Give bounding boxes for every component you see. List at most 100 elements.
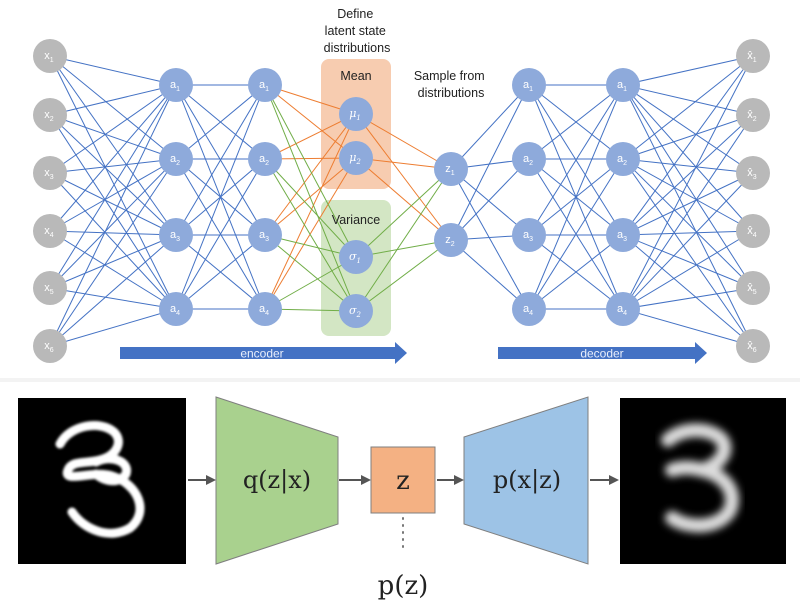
output-node-4-circle <box>736 214 770 248</box>
edge-input-hidden <box>49 172 177 310</box>
input-digit-image <box>18 398 186 564</box>
encoder-hidden-2-node-3: a3 <box>248 218 282 252</box>
latent-node-1-label: z1 <box>445 163 455 177</box>
decoder-label: decoder <box>580 347 623 361</box>
decoder-hidden-2-node-2-label: a2 <box>617 153 627 167</box>
edge-hidden-mean <box>264 157 357 310</box>
encoder-hidden-1-node-1-circle <box>159 68 193 102</box>
edge-hidden-mean <box>264 113 357 236</box>
edge-input-hidden <box>49 230 177 236</box>
output-node-3-circle <box>736 156 770 190</box>
input-node-3-label: x3 <box>44 167 54 181</box>
variance-node-2-circle <box>339 294 373 328</box>
edge-decoder-decoder <box>528 234 624 310</box>
encoder-function-label: q(z|x) <box>243 466 311 495</box>
edge-input-hidden <box>49 172 177 236</box>
decoder-hidden-1-node-2-label: a2 <box>523 153 533 167</box>
edge-hidden-variance <box>264 234 357 312</box>
edge-decoder-output <box>622 84 754 289</box>
encoder-hidden-1-node-3: a3 <box>159 218 193 252</box>
decoder-hidden-2-node-1-label: a1 <box>617 79 627 93</box>
edge-input-hidden <box>49 230 177 310</box>
edge-input-hidden <box>49 55 177 236</box>
edge-hidden-hidden <box>175 234 266 310</box>
input-node-5-label: x5 <box>44 282 54 296</box>
define-line-2: latent state <box>325 24 386 38</box>
edge-latent-decoder <box>450 84 530 241</box>
edge-decoder-output <box>622 55 754 160</box>
decoder-hidden-1-node-3-circle <box>512 218 546 252</box>
encoder-hidden-2-node-2: a2 <box>248 142 282 176</box>
edge-decoder-output <box>622 230 754 310</box>
decoder-function-label: p(x|z) <box>493 466 561 495</box>
encoder-hidden-2-node-3-label: a3 <box>259 229 269 243</box>
edge-decoder-output <box>622 84 754 174</box>
sample-line-2: distributions <box>418 86 485 100</box>
latent-z-label: z <box>396 466 410 496</box>
decoder-hidden-2-node-4-circle <box>606 292 640 326</box>
edge-input-hidden <box>49 158 177 174</box>
decoder-hidden-1-node-1: a1 <box>512 68 546 102</box>
edge-decoder-decoder <box>528 84 624 310</box>
define-annotation: Define latent state distributions <box>324 7 391 55</box>
edge-decoder-output <box>622 158 754 174</box>
input-node-2: x2 <box>33 98 67 132</box>
input-node-1: x1 <box>33 39 67 73</box>
encoder-hidden-1-node-2-label: a2 <box>170 153 180 167</box>
edge-decoder-decoder <box>528 84 624 160</box>
mean-node-1-circle <box>339 97 373 131</box>
decoder-hidden-1-node-3-label: a3 <box>523 229 533 243</box>
define-line-3: distributions <box>324 41 391 55</box>
decoder-hidden-2-node-2-circle <box>606 142 640 176</box>
edge-decoder-output <box>622 234 754 289</box>
edge-decoder-output <box>622 55 754 310</box>
output-node-3-label: x̂3 <box>747 167 757 181</box>
decoder-arrow: decoder <box>498 342 707 364</box>
decoder-hidden-1-node-2-circle <box>512 142 546 176</box>
latent-node-2-label: z2 <box>445 234 455 248</box>
encoder-hidden-1-node-4: a4 <box>159 292 193 326</box>
encoder-arrow: encoder <box>120 342 407 364</box>
input-node-6: x6 <box>33 329 67 363</box>
define-line-1: Define <box>337 7 373 21</box>
input-node-4-label: x4 <box>44 225 54 239</box>
input-node-4: x4 <box>33 214 67 248</box>
edge-hidden-variance <box>264 158 357 312</box>
edge-decoder-decoder <box>528 84 624 236</box>
decoder-hidden-2-node-4-label: a4 <box>617 303 627 317</box>
encoder-hidden-2-node-3-circle <box>248 218 282 252</box>
output-digit-image <box>620 398 786 564</box>
encoder-trapezoid <box>215 396 339 565</box>
encoder-hidden-2-node-1: a1 <box>248 68 282 102</box>
input-node-2-circle <box>33 98 67 132</box>
edge-input-hidden <box>49 84 177 232</box>
edge-decoder-output <box>622 234 754 347</box>
edge-mean-latent <box>355 157 452 241</box>
decoder-hidden-1-node-4-label: a4 <box>523 303 533 317</box>
input-node-1-label: x1 <box>44 50 54 64</box>
edge-latent-decoder <box>450 168 530 236</box>
edge-hidden-variance <box>264 84 357 312</box>
divider-band <box>0 378 800 382</box>
output-node-2: x̂2 <box>736 98 770 132</box>
variance-node-2: σ2 <box>339 294 373 328</box>
latent-node-2-circle <box>434 223 468 257</box>
output-node-6: x̂6 <box>736 329 770 363</box>
output-node-4-label: x̂4 <box>747 225 757 239</box>
encoder-hidden-2-node-2-circle <box>248 142 282 176</box>
encoder-hidden-1-node-4-label: a4 <box>170 303 180 317</box>
edge-decoder-output <box>622 158 754 289</box>
decoder-hidden-2-node-3: a3 <box>606 218 640 252</box>
input-node-5-circle <box>33 271 67 305</box>
decoder-hidden-1-node-1-circle <box>512 68 546 102</box>
edge-input-hidden <box>49 55 177 310</box>
network-panel: encoder decoder Define latent state dist… <box>33 7 770 364</box>
edge-hidden-hidden <box>175 84 266 160</box>
encoder-hidden-1-node-1: a1 <box>159 68 193 102</box>
edge-input-hidden <box>49 114 177 160</box>
edge-decoder-output <box>622 308 754 347</box>
edge-hidden-variance <box>264 256 357 310</box>
variance-node-1-circle <box>339 240 373 274</box>
edge-decoder-output <box>622 172 754 310</box>
output-node-1-circle <box>736 39 770 73</box>
